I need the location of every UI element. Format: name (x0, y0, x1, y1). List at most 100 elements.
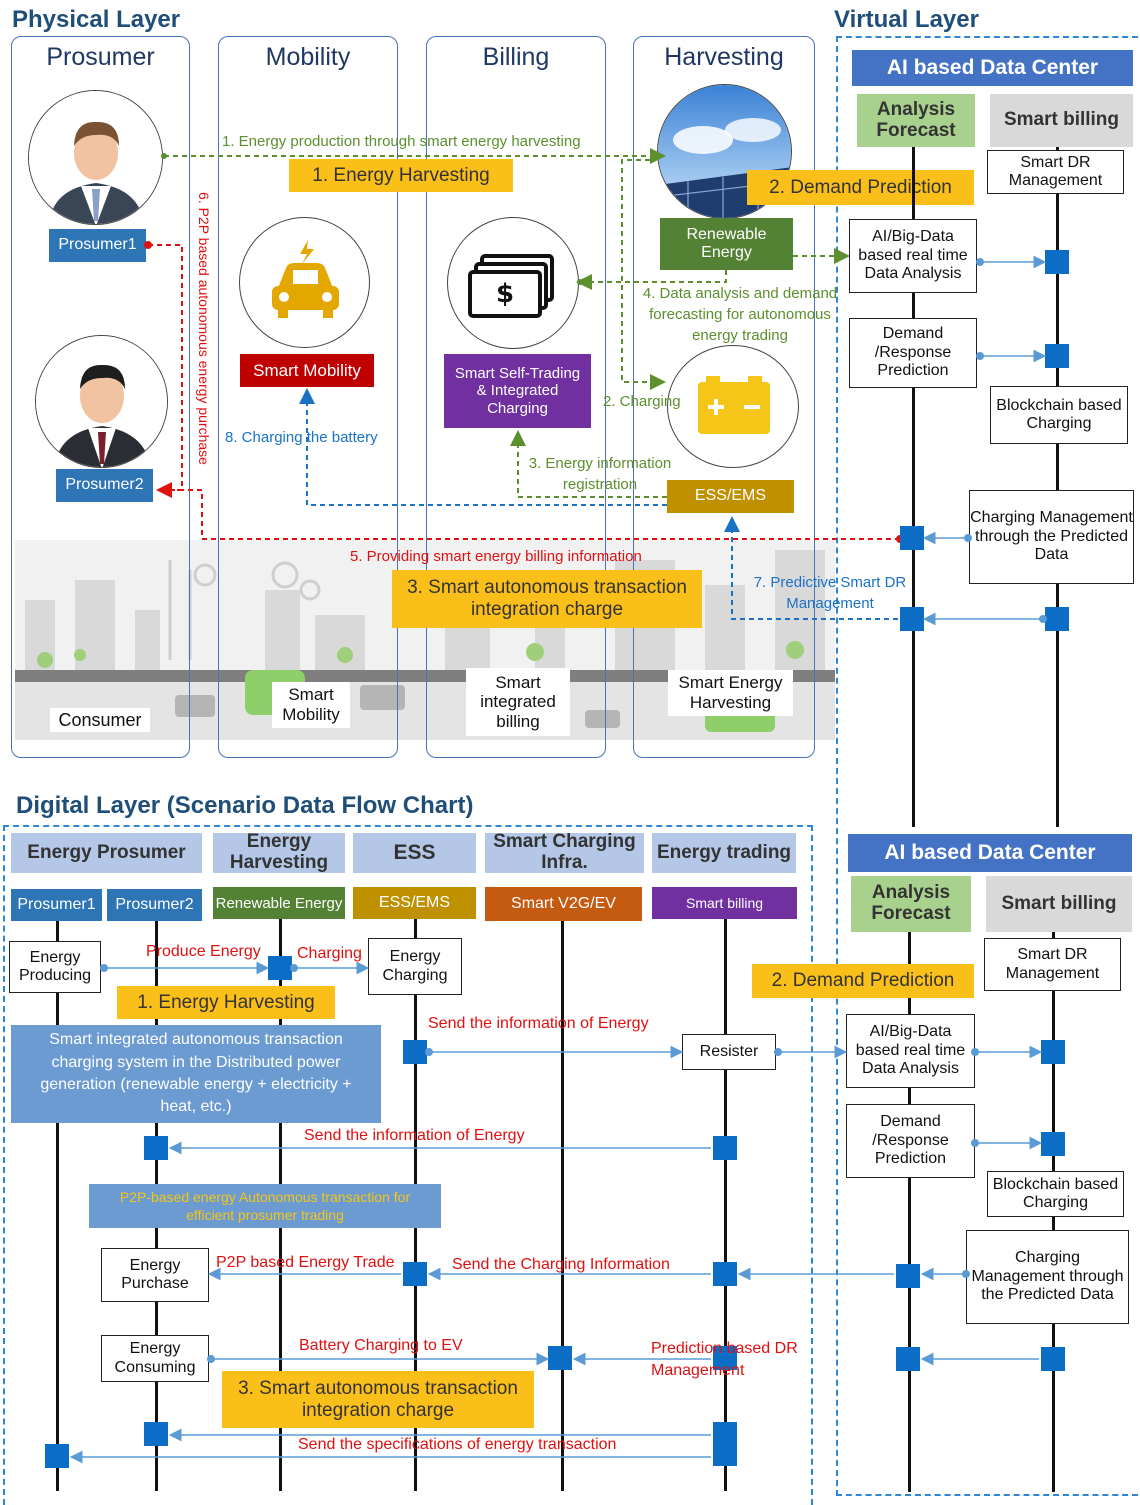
flow-7-label: 7. Predictive Smart DR Management (753, 574, 907, 612)
prosumer2-label: Prosumer2 (56, 469, 153, 502)
charging-mgmt-box-bottom: Charging Management through the Predicte… (966, 1230, 1129, 1324)
lifeline-trading (724, 919, 727, 1491)
column-harvesting: Harvesting (633, 36, 815, 758)
p2p-trading-box: P2P-based energy Autonomous transaction … (89, 1184, 441, 1228)
smart-mobility-box: Smart Mobility (240, 354, 374, 387)
msg-send-info-1: Send the information of Energy (428, 1015, 649, 1032)
node-analysis-b1 (896, 1264, 920, 1288)
renewable-energy-box: Renewable Energy (660, 218, 793, 270)
lifeline-analysis-bottom (908, 932, 911, 1492)
node-renewable (268, 956, 292, 980)
prosumer2-avatar-icon (35, 335, 168, 468)
node-billing-b3 (1041, 1347, 1065, 1371)
node-trading-3 (713, 1346, 737, 1370)
city-consumer-label: Consumer (50, 708, 150, 732)
demand-prediction-tag: 2. Demand Prediction (747, 170, 974, 205)
lane-prosumer2: Prosumer2 (107, 889, 202, 921)
smart-car-icon (239, 217, 370, 348)
node-trading-1 (713, 1136, 737, 1160)
node-trading-4 (713, 1422, 737, 1466)
msg-send-info-2: Send the information of Energy (304, 1127, 525, 1144)
digital-flow-arrows (69, 961, 1043, 1464)
analysis-forecast-header-bottom: Analysis Forecast (851, 876, 971, 932)
column-mobility: Mobility (218, 36, 398, 758)
lane-smart-billing: Smart billing (652, 887, 797, 919)
header-ess: ESS (353, 833, 476, 873)
smart-integrated-system-box: Smart integrated autonomous transaction … (11, 1025, 381, 1123)
node-trading-2 (713, 1262, 737, 1286)
node-prosumer2-1 (144, 1136, 168, 1160)
city-billing-label: Smart integrated billing (466, 668, 570, 736)
lane-prosumer1: Prosumer1 (11, 889, 102, 921)
msg-battery-ev: Battery Charging to EV (299, 1337, 463, 1354)
msg-send-charging: Send the Charging Information (452, 1256, 670, 1273)
flow-6-label: 6. P2P based autonomous energy purchase (196, 192, 212, 465)
ess-ems-box: ESS/EMS (667, 480, 794, 513)
node-ess-2 (403, 1262, 427, 1286)
lifeline-v2g (561, 921, 564, 1491)
msg-specs: Send the specifications of energy transa… (298, 1436, 617, 1453)
column-prosumer: Prosumer (11, 36, 190, 758)
lane-smart-v2g-ev: Smart V2G/EV (485, 887, 642, 921)
digital-layer-title: Digital Layer (Scenario Data Flow Chart) (16, 792, 474, 819)
smart-autonomous-tag: 3. Smart autonomous transaction integrat… (392, 570, 702, 628)
ai-data-center-header-top: AI based Data Center (852, 50, 1133, 86)
energy-harvesting-tag: 1. Energy Harvesting (289, 159, 513, 192)
resister-box: Resister (682, 1034, 776, 1070)
blockchain-box-top: Blockchain based Charging (990, 386, 1128, 444)
node-analysis-2 (900, 607, 924, 631)
node-analysis-1 (900, 526, 924, 550)
prosumer1-label: Prosumer1 (49, 229, 146, 262)
lane-ess-ems: ESS/EMS (353, 887, 476, 919)
node-billing-3 (1045, 607, 1069, 631)
header-energy-harvesting: Energy Harvesting (213, 831, 345, 873)
header-energy-trading: Energy trading (652, 833, 796, 873)
prosumer1-avatar-icon (28, 90, 163, 225)
battery-icon (667, 345, 799, 468)
node-billing-2 (1045, 344, 1069, 368)
column-title-mobility: Mobility (265, 43, 351, 71)
lifeline-billing-top (1056, 147, 1059, 827)
analysis-forecast-header-top: Analysis Forecast (857, 94, 975, 147)
msg-charging: Charging (297, 945, 362, 962)
node-billing-1 (1045, 250, 1069, 274)
column-title-prosumer: Prosumer (46, 43, 155, 71)
flow-4-label: 4. Data analysis and demand forecasting … (642, 285, 838, 344)
demand-prediction-tag-digital: 2. Demand Prediction (752, 964, 974, 998)
node-ess-1 (403, 1040, 427, 1064)
ai-bigdata-box-top: AI/Big-Data based real time Data Analysi… (849, 219, 977, 293)
msg-prediction-dr: Prediction based DR Management (651, 1340, 798, 1380)
digital-layer-frame (3, 825, 813, 1505)
charging-mgmt-box-top: Charging Management through the Predicte… (969, 490, 1134, 584)
node-prosumer1 (45, 1444, 69, 1468)
virtual-top-arrows (922, 255, 1047, 626)
node-v2g (548, 1346, 572, 1370)
city-harvesting-label: Smart Energy Harvesting (668, 670, 793, 716)
lifeline-prosumer1 (56, 921, 59, 1491)
virtual-layer-title: Virtual Layer (834, 6, 979, 33)
node-billing-b1 (1041, 1040, 1065, 1064)
energy-producing-box: Energy Producing (9, 941, 101, 993)
column-title-billing: Billing (482, 43, 550, 71)
msg-produce-energy: Produce Energy (146, 943, 261, 960)
flow-1-label: 1. Energy production through smart energ… (222, 133, 581, 150)
city-mobility-label: Smart Mobility (272, 682, 350, 728)
demand-response-box-bottom: Demand /Response Prediction (846, 1104, 975, 1178)
flow-5-label: 5. Providing smart energy billing inform… (350, 548, 642, 565)
flow-3-label: 3. Energy information registration (528, 455, 672, 493)
smart-dr-box-bottom: Smart DR Management (984, 938, 1121, 991)
node-prosumer2-2 (144, 1422, 168, 1446)
flow-2-label: 2. Charging (603, 393, 681, 410)
energy-consuming-box: Energy Consuming (101, 1335, 209, 1382)
svg-text:$: $ (496, 279, 514, 309)
node-analysis-b2 (896, 1347, 920, 1371)
smart-dr-box-top: Smart DR Management (987, 150, 1124, 194)
header-energy-prosumer: Energy Prosumer (11, 833, 202, 873)
smart-autonomous-tag-digital: 3. Smart autonomous transaction integrat… (222, 1371, 534, 1428)
demand-response-box-top: Demand /Response Prediction (849, 318, 977, 388)
energy-purchase-box: Energy Purchase (101, 1248, 209, 1302)
header-smart-charging: Smart Charging Infra. (485, 831, 644, 873)
lane-renewable-energy: Renewable Energy (213, 887, 345, 919)
money-bills-icon: $ (447, 217, 579, 349)
smart-self-trading-box: Smart Self-Trading & Integrated Charging (444, 354, 591, 428)
